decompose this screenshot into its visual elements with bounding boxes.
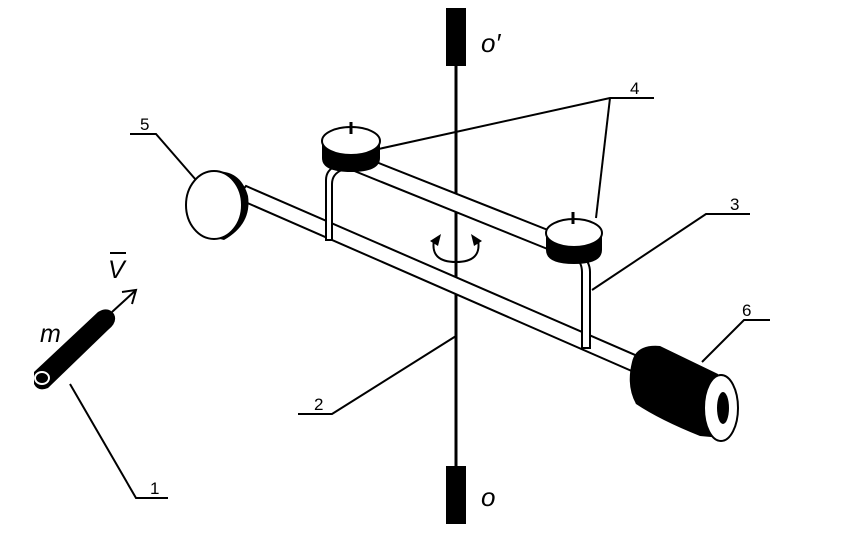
mass-label: m [40, 320, 61, 348]
callout-2: 2 [314, 395, 323, 414]
rotation-arrows-icon [430, 234, 482, 264]
axis-bottom-label: o [481, 482, 495, 512]
callout-1: 1 [150, 479, 159, 498]
axis-top-label: o′ [481, 28, 501, 58]
weight-left [321, 122, 381, 172]
leader-lines [69, 97, 770, 499]
sphere [185, 170, 249, 240]
target-cylinder [629, 345, 739, 442]
axis-top-clamp [446, 8, 466, 66]
velocity-label: V [108, 256, 127, 284]
axis-bottom-clamp [446, 466, 466, 524]
callout-3: 3 [730, 195, 739, 214]
callout-6: 6 [742, 301, 751, 320]
velocity-arrow-icon [111, 288, 138, 313]
bullet [34, 309, 116, 390]
weight-right [545, 212, 603, 264]
callout-5: 5 [140, 115, 149, 134]
callout-4: 4 [630, 79, 639, 98]
rotation-axis [446, 8, 466, 524]
